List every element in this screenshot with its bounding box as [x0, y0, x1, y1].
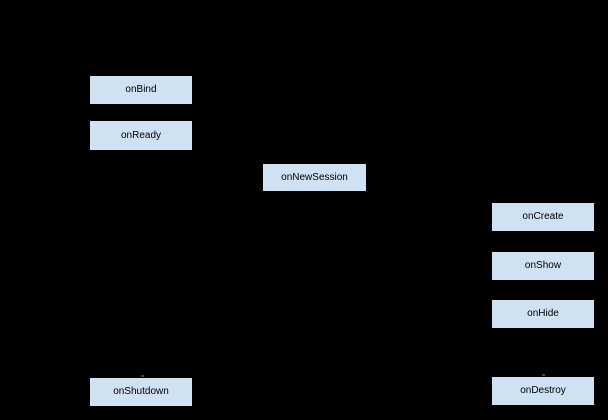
node-oncreate-label: onCreate — [522, 211, 564, 222]
node-onshow: onShow — [491, 251, 595, 281]
node-onbind-label: onBind — [125, 84, 157, 95]
node-onready: onReady — [89, 120, 193, 151]
node-onnewsession: onNewSession — [262, 163, 367, 192]
arrowhead-tip-icon — [141, 375, 144, 377]
node-onbind: onBind — [89, 75, 193, 105]
node-oncreate: onCreate — [491, 202, 595, 232]
node-onshutdown: onShutdown — [89, 377, 193, 407]
node-onready-label: onReady — [120, 129, 162, 141]
node-onshutdown-label: onShutdown — [113, 386, 169, 397]
node-ondestroy-label: onDestroy — [520, 385, 566, 396]
node-onhide-label: onHide — [527, 308, 559, 319]
arrowhead-tip-icon — [542, 374, 545, 376]
node-onshow-label: onShow — [524, 260, 562, 271]
node-onnewsession-label: onNewSession — [281, 171, 348, 183]
node-ondestroy: onDestroy — [491, 376, 595, 406]
node-onhide: onHide — [491, 299, 595, 329]
